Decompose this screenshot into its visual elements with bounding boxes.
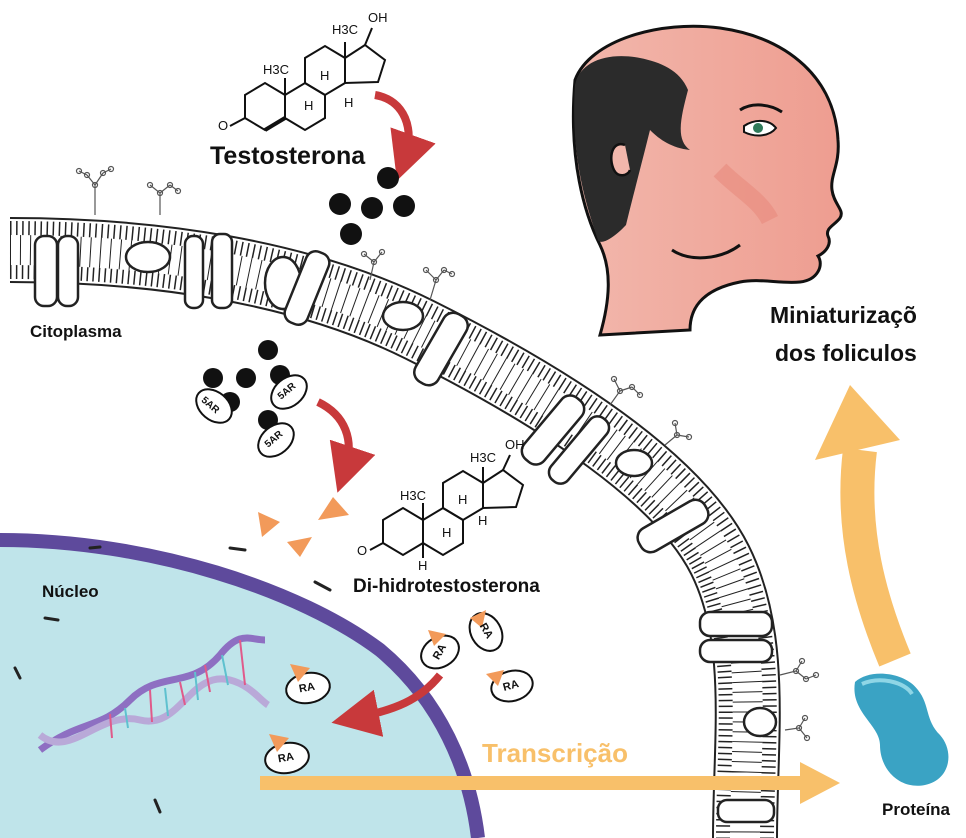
miniaturization-arrow (815, 385, 900, 660)
dht-h1: H (458, 492, 467, 507)
dht-hydroxyl: OH (505, 437, 525, 452)
label-miniaturization-line1: Miniaturizaçõ (770, 302, 917, 329)
label-transcription: Transcrição (482, 738, 628, 769)
dht-h4: H (418, 558, 427, 573)
label-miniaturization-line2: dos foliculos (775, 340, 917, 367)
testosterone-h2: H (304, 98, 313, 113)
dht-conversion-arrow (318, 402, 349, 470)
label-protein: Proteína (882, 800, 950, 820)
dht-methyl-left: H3C (400, 488, 426, 503)
dht-methyl-top: H3C (470, 450, 496, 465)
dht-molecules (258, 497, 349, 557)
protein-icon (854, 674, 948, 786)
dht-h2: H (442, 525, 451, 540)
dht-structure (370, 455, 523, 558)
testosterone-methyl-top: H3C (332, 22, 358, 37)
testosterone-h1: H (320, 68, 329, 83)
label-testosterone: Testosterona (210, 142, 365, 171)
dht-ketone: O (357, 543, 367, 558)
dht-h3: H (478, 513, 487, 528)
label-dht: Di-hidrotestosterona (353, 576, 540, 598)
head-profile-icon (540, 26, 841, 335)
label-cytoplasm: Citoplasma (30, 322, 122, 342)
testosterone-hydroxyl: OH (368, 10, 388, 25)
testosterone-entry-arrow (375, 95, 409, 158)
testosterone-h3: H (344, 95, 353, 110)
testosterone-methyl-left: H3C (263, 62, 289, 77)
testosterone-structure (230, 28, 385, 130)
label-nucleus: Núcleo (42, 582, 99, 602)
testosterone-ketone: O (218, 118, 228, 133)
